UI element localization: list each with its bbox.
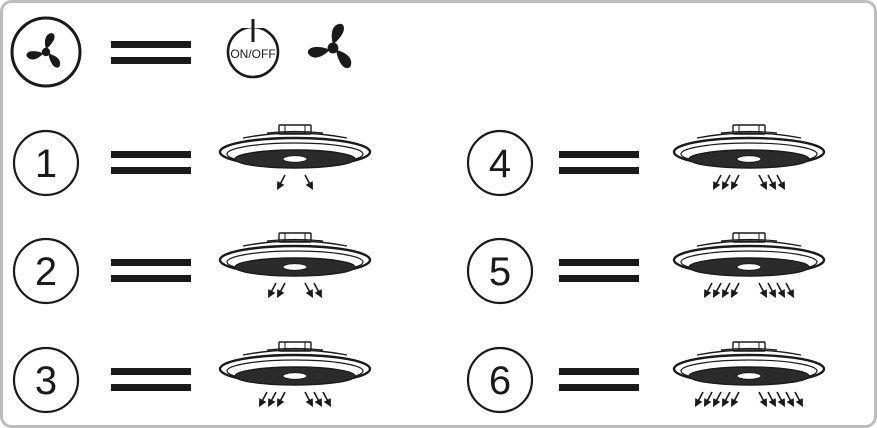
speed-rows: 1 2 3 4 5 6 bbox=[12, 123, 826, 414]
speed-number-button[interactable]: 4 bbox=[466, 129, 534, 197]
onoff-button[interactable]: ON/OFF bbox=[226, 16, 280, 79]
speed-number-label: 3 bbox=[35, 359, 57, 403]
speed-number-button[interactable]: 6 bbox=[466, 346, 534, 414]
speed-row: 5 bbox=[466, 231, 826, 305]
speed-row: 4 bbox=[466, 123, 826, 197]
equals-sign bbox=[559, 151, 639, 174]
equals-sign bbox=[111, 259, 191, 282]
speed-number-button[interactable]: 1 bbox=[12, 129, 80, 197]
speed-number-label: 5 bbox=[489, 250, 511, 294]
speed-number-label: 2 bbox=[35, 250, 57, 294]
speed-number-button[interactable]: 3 bbox=[12, 346, 80, 414]
speed-number-button[interactable]: 2 bbox=[12, 237, 80, 305]
speed-row: 1 bbox=[12, 123, 372, 197]
equals-sign bbox=[111, 368, 191, 391]
speed-number-label: 4 bbox=[489, 142, 511, 186]
speed-number-label: 6 bbox=[489, 359, 511, 403]
speed-row: 3 bbox=[12, 340, 372, 414]
equals-sign bbox=[559, 259, 639, 282]
equals-sign bbox=[111, 41, 191, 64]
equals-sign bbox=[111, 151, 191, 174]
speed-row: 6 bbox=[466, 340, 826, 414]
onoff-label: ON/OFF bbox=[230, 47, 275, 61]
speed-row: 2 bbox=[12, 231, 372, 305]
speed-number-button[interactable]: 5 bbox=[466, 237, 534, 305]
fan-button[interactable] bbox=[10, 16, 82, 88]
equals-sign bbox=[559, 368, 639, 391]
speed-number-label: 1 bbox=[35, 142, 57, 186]
